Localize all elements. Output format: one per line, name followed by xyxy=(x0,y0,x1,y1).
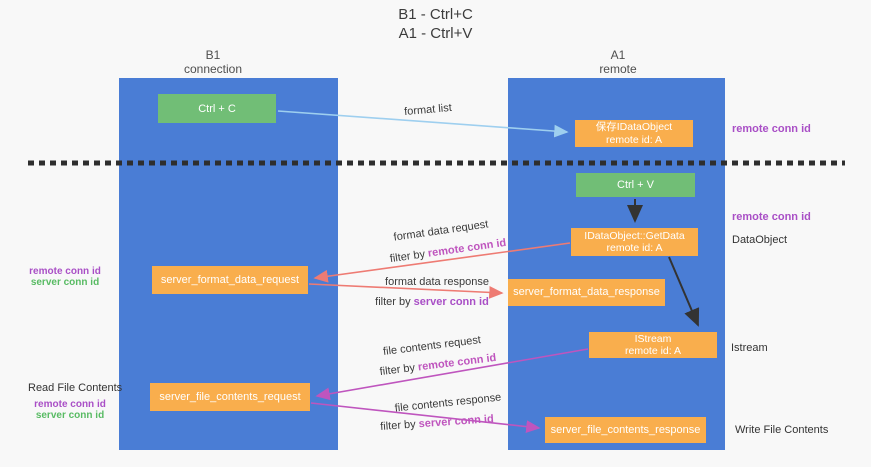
annotation-remote-conn-id-top: remote conn id xyxy=(732,123,811,135)
lifeline-a1-subtitle: remote xyxy=(599,62,637,76)
annotation-remote-conn-id-left-mid: remote conn id xyxy=(29,266,101,277)
getdata-to-istream-arrow xyxy=(668,256,700,327)
filter-by-text: filter by xyxy=(379,418,417,433)
istream-line1: IStream xyxy=(634,332,672,345)
lifeline-b1-name: B1 xyxy=(205,48,221,62)
annotation-dataobject: DataObject xyxy=(732,234,788,246)
ctrl-c-label: Ctrl + C xyxy=(198,102,236,115)
server-file-contents-response-label: server_file_contents_response xyxy=(550,423,701,436)
server-format-data-response-label: server_format_data_response xyxy=(513,286,660,299)
lifeline-a1-name: A1 xyxy=(610,48,626,62)
node-server-file-contents-request: server_file_contents_request xyxy=(150,383,310,411)
getdata-line1: IDataObject::GetData xyxy=(584,229,685,242)
getdata-line2: remote id: A xyxy=(606,242,663,254)
annotation-write-file-contents: Write File Contents xyxy=(735,424,829,436)
title-line-2: A1 - Ctrl+V xyxy=(398,25,473,42)
server-file-contents-request-label: server_file_contents_request xyxy=(159,390,301,403)
node-server-format-data-request: server_format_data_request xyxy=(152,266,308,294)
save-idataobject-line1: 保存IDataObject xyxy=(595,121,673,133)
ctrl-v-label: Ctrl + V xyxy=(617,179,654,191)
annotation-conn-ids-bottom: remote conn id server conn id xyxy=(30,399,110,421)
filter-key-server-conn-id: server conn id xyxy=(413,296,489,308)
lifeline-b1-subtitle: connection xyxy=(183,62,243,76)
annotation-remote-conn-id-mid: remote conn id xyxy=(732,211,811,223)
annotation-istream: Istream xyxy=(731,342,768,354)
annotation-remote-conn-id-left-bottom: remote conn id xyxy=(34,399,106,410)
annotation-server-conn-id-left-mid: server conn id xyxy=(30,277,100,288)
lifeline-header-b1: B1 connection xyxy=(143,48,283,76)
save-idataobject-line2: remote id: A xyxy=(605,133,663,146)
title-line-1: B1 - Ctrl+C xyxy=(398,6,473,23)
annotation-server-conn-id-left-bottom: server conn id xyxy=(35,410,105,421)
annotation-read-file-contents: Read File Contents xyxy=(28,382,123,394)
lifeline-header-a1: A1 remote xyxy=(548,48,688,76)
file-contents-response-arrow xyxy=(310,402,541,433)
format-list-arrow xyxy=(277,110,569,138)
node-server-format-data-response: server_format_data_response xyxy=(508,279,665,306)
format-data-request-arrow xyxy=(313,242,571,283)
label-format-data-response: format data response xyxy=(385,276,489,288)
node-save-idataobject: 保存IDataObject remote id: A xyxy=(575,120,693,147)
node-server-file-contents-response: server_file_contents_response xyxy=(545,417,706,443)
node-idataobject-getdata: IDataObject::GetData remote id: A xyxy=(571,228,698,256)
diagram-title: B1 - Ctrl+C A1 - Ctrl+V xyxy=(0,5,871,43)
format-data-response-arrow xyxy=(308,283,504,299)
annotation-conn-ids-mid: remote conn id server conn id xyxy=(25,266,105,288)
node-istream: IStream remote id: A xyxy=(589,332,717,358)
filter-by-text: filter by xyxy=(375,296,411,308)
node-ctrl-v: Ctrl + V xyxy=(576,173,695,197)
istream-line2: remote id: A xyxy=(624,345,682,357)
server-format-data-request-label: server_format_data_request xyxy=(160,273,300,286)
node-ctrl-c: Ctrl + C xyxy=(158,94,276,123)
file-contents-request-arrow xyxy=(315,348,589,401)
